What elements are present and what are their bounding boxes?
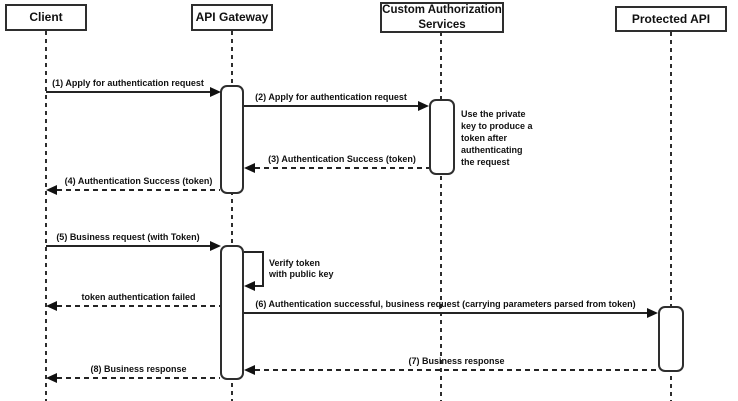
message-1-arrowhead-icon [210, 87, 221, 97]
lifeline-api-gateway [231, 31, 233, 401]
message-7-label: (7) Business response [408, 356, 505, 366]
activation-api-gateway-business-phase [220, 245, 244, 380]
message-8-line [57, 377, 220, 379]
message-2-label: (2) Apply for authentication request [255, 92, 407, 102]
actor-custom-authorization-services-label: Custom Authorization Services [382, 4, 502, 31]
message-4-arrowhead-icon [46, 185, 57, 195]
message-3-label: (3) Authentication Success (token) [268, 154, 416, 164]
message-2-arrowhead-icon [418, 101, 429, 111]
message-1-label: (1) Apply for authentication request [52, 78, 204, 88]
message-4-label: (4) Authentication Success (token) [64, 176, 213, 186]
actor-protected-api: Protected API [615, 6, 727, 32]
activation-custom-authorization-services [429, 99, 455, 175]
lifeline-protected-api [670, 32, 672, 401]
actor-client-label: Client [29, 10, 63, 25]
message-self-label: Verify token with public key [269, 258, 334, 279]
message-8-label: (8) Business response [90, 364, 187, 374]
actor-protected-api-label: Protected API [631, 11, 711, 26]
message-5-line [46, 245, 210, 247]
message-7-line [255, 369, 658, 371]
self-loop-top-segment [244, 251, 264, 253]
message-failed-label: token authentication failed [81, 292, 196, 302]
message-3-arrowhead-icon [244, 163, 255, 173]
message-5-arrowhead-icon [210, 241, 221, 251]
message-failed-line [57, 305, 220, 307]
activation-protected-api [658, 306, 684, 372]
self-loop-right-segment [262, 251, 264, 287]
actor-api-gateway: API Gateway [191, 4, 273, 31]
self-loop-arrowhead-icon [244, 281, 255, 291]
message-3-line [255, 167, 429, 169]
actor-api-gateway-label: API Gateway [195, 10, 269, 25]
message-failed-arrowhead-icon [46, 301, 57, 311]
message-5-label: (5) Business request (with Token) [56, 232, 200, 242]
lifeline-client [45, 31, 47, 401]
actor-client: Client [5, 4, 87, 31]
note-private-key-token: Use the private key to produce a token a… [461, 109, 533, 167]
actor-custom-authorization-services: Custom Authorization Services [380, 2, 504, 33]
message-6-label: (6) Authentication successful, business … [255, 299, 636, 309]
activation-api-gateway-auth-phase [220, 85, 244, 194]
self-loop-bottom-segment [255, 285, 264, 287]
message-6-line [244, 312, 647, 314]
message-8-arrowhead-icon [46, 373, 57, 383]
message-4-line [57, 189, 220, 191]
message-1-line [46, 91, 210, 93]
message-7-arrowhead-icon [244, 365, 255, 375]
lifeline-custom-authorization-services [440, 32, 442, 401]
message-2-line [244, 105, 418, 107]
message-6-arrowhead-icon [647, 308, 658, 318]
